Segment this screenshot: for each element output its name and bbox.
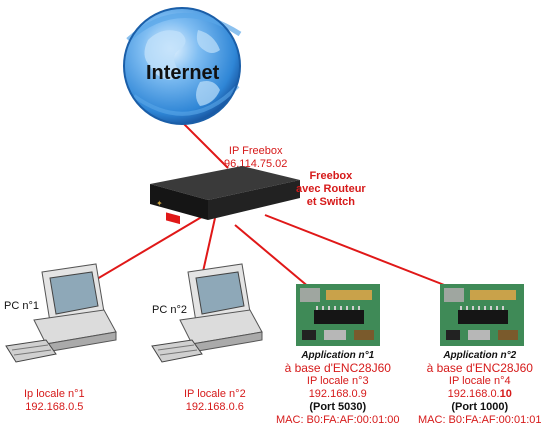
- app2-ip-suffix: 10: [499, 388, 512, 400]
- computer-icon: [5, 263, 117, 363]
- pc1-ip-title: Ip locale n°1: [24, 388, 85, 400]
- freebox-name-label: Freebox avec Routeur et Switch: [296, 170, 366, 209]
- app1-ip-value: 192.168.0.9: [308, 388, 367, 400]
- pc2-name: PC n°2: [152, 304, 187, 316]
- app1-ip-label: IP locale n°3: [306, 375, 369, 387]
- link-freebox-app1: [234, 224, 311, 289]
- app2-ip-prefix: 192.168.0.: [447, 388, 500, 400]
- pc1-computer: [4, 262, 122, 372]
- app2-base: à base d'ENC28J60: [426, 361, 533, 375]
- freebox-ip-title: IP Freebox: [228, 145, 283, 157]
- circuit-board-icon: [440, 284, 524, 346]
- pc2-ip-label: IP locale n°2 192.168.0.6: [184, 388, 246, 414]
- app2-title: Application n°2: [443, 350, 517, 361]
- freebox-router: ✦: [142, 158, 302, 226]
- internet-label: Internet: [146, 62, 220, 84]
- app2-board: [440, 284, 524, 346]
- app1-port: (Port 5030): [309, 401, 367, 413]
- freebox-ip-label: IP Freebox 96.114.75.02: [224, 145, 287, 171]
- pc2-computer: [150, 262, 268, 372]
- app2-mac: MAC: B0:FA:AF:00:01:01: [418, 414, 542, 426]
- app1-mac: MAC: B0:FA:AF:00:01:00: [276, 414, 400, 426]
- app1-base: à base d'ENC28J60: [284, 361, 391, 375]
- pc2-ip-title: IP locale n°2: [184, 388, 246, 400]
- pc1-name: PC n°1: [4, 300, 39, 312]
- router-icon: ✦: [150, 166, 300, 225]
- freebox-name-line-3: et Switch: [306, 196, 355, 208]
- freebox-name-line-1: Freebox: [309, 170, 353, 182]
- app1-board: [296, 284, 380, 346]
- freebox-name-line-2: avec Routeur: [296, 183, 366, 195]
- app1-label: Application n°1 à base d'ENC28J60 IP loc…: [276, 349, 400, 427]
- link-freebox-app2: [264, 214, 453, 289]
- circuit-board-icon: [296, 284, 380, 346]
- link-internet-freebox: [177, 117, 229, 169]
- computer-icon: [151, 263, 263, 363]
- globe-icon: [123, 7, 242, 125]
- app2-ip-value: 192.168.0.10: [418, 388, 542, 401]
- svg-text:✦: ✦: [156, 199, 163, 208]
- pc1-ip-value: 192.168.0.5: [25, 401, 84, 413]
- app2-ip-label: IP locale n°4: [448, 375, 511, 387]
- app2-port: (Port 1000): [451, 401, 509, 413]
- app2-label: Application n°2 à base d'ENC28J60 IP loc…: [418, 349, 542, 427]
- internet-globe: Internet: [118, 0, 246, 128]
- pc1-ip-label: Ip locale n°1 192.168.0.5: [24, 388, 85, 414]
- app1-title: Application n°1: [301, 350, 375, 361]
- pc2-ip-value: 192.168.0.6: [185, 401, 244, 413]
